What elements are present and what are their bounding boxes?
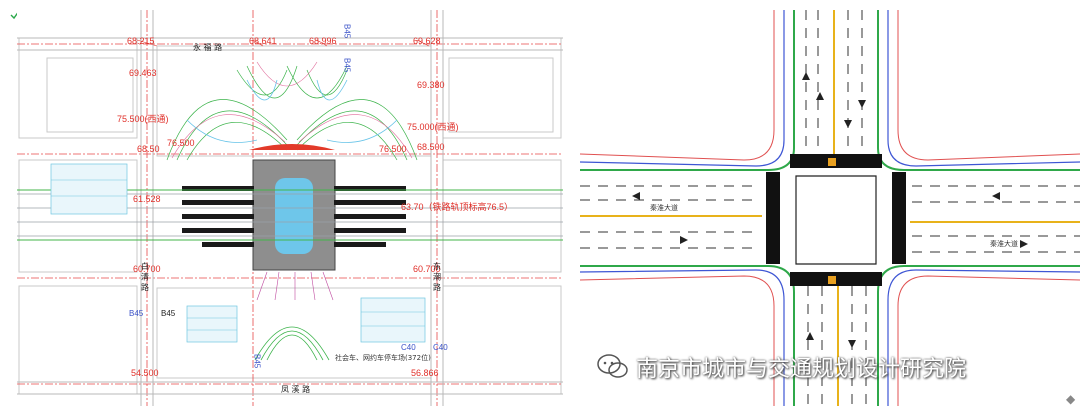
intersection-drawing: 秦淮大道 秦淮大道 bbox=[580, 10, 1080, 406]
intersection-plan: 秦淮大道 秦淮大道 bbox=[580, 10, 1080, 406]
elevation-left-upper: 69.463 bbox=[129, 68, 157, 78]
contour-lines-pink bbox=[171, 61, 413, 159]
yellow-centerlines bbox=[580, 10, 1080, 406]
elevation-top-left: 68.215 bbox=[127, 36, 155, 46]
contour-lines-green bbox=[166, 65, 418, 161]
elevation-right-mid: 75.000(西通) bbox=[407, 122, 459, 132]
block-label-b45-right: B45 bbox=[343, 58, 352, 73]
elevation-inner-right: 76.500 bbox=[379, 144, 407, 154]
crosswalk-markers bbox=[828, 158, 836, 284]
block-label-b45-bottom: B45 bbox=[253, 354, 262, 369]
block-label-c40-2: C40 bbox=[433, 343, 448, 352]
watermark: 南京市城市与交通规划设计研究院 bbox=[596, 352, 966, 382]
elevation-top-mid1: 68.641 bbox=[249, 36, 277, 46]
radial-lines bbox=[256, 271, 334, 301]
elevation-left-mid: 75.500(西通) bbox=[117, 114, 169, 124]
station-area-plan: 68.215 68.641 68.996 69.628 69.463 69.38… bbox=[17, 10, 563, 406]
station-atrium bbox=[275, 178, 313, 254]
elevation-left-lower3: 60.700 bbox=[133, 264, 161, 274]
block-label-b45-left: B45 bbox=[129, 309, 144, 318]
block-label-b45-inner: B45 bbox=[161, 309, 176, 318]
blue-curb-lines bbox=[580, 10, 1080, 406]
wechat-icon bbox=[597, 354, 628, 378]
road-name-bottom: 凤 溪 路 bbox=[281, 384, 310, 394]
block-label-c40-1: C40 bbox=[401, 343, 416, 352]
parking-areas bbox=[50, 163, 426, 343]
elevation-bottom-right: 56.866 bbox=[411, 368, 439, 378]
green-cycle-lanes bbox=[580, 10, 1080, 406]
road-label-left: 秦淮大道 bbox=[650, 203, 678, 212]
parking-stalls bbox=[51, 179, 425, 331]
elevation-left-lower1: 68.50 bbox=[137, 144, 160, 154]
elevation-left-lower2: 61.528 bbox=[133, 194, 161, 204]
south-plaza-arcs bbox=[254, 326, 330, 361]
platforms bbox=[182, 186, 406, 247]
elevation-right-lower1: 68.500 bbox=[417, 142, 445, 152]
corner-mark: ◆ bbox=[1066, 392, 1076, 406]
lane-arrows bbox=[632, 72, 1028, 348]
elevation-right-upper: 69.380 bbox=[417, 80, 445, 90]
road-label-right: 秦淮大道 bbox=[990, 239, 1018, 248]
elevation-top-mid2: 68.996 bbox=[309, 36, 337, 46]
road-centerlines bbox=[17, 10, 563, 406]
road-name-right: 东 潮 路 bbox=[433, 261, 442, 291]
elevation-inner-left: 76.500 bbox=[167, 138, 195, 148]
elevation-right-note: 63.70（铁路轨顶标高76.5） bbox=[401, 201, 513, 212]
station-plan-drawing: 68.215 68.641 68.996 69.628 69.463 69.38… bbox=[17, 10, 563, 406]
elevation-leaders bbox=[136, 39, 430, 47]
road-name-top: 永 福 路 bbox=[193, 42, 222, 52]
road-name-left: 白 清 路 bbox=[141, 261, 150, 291]
parking-note: 社会车、网约车停车场(372位) bbox=[335, 353, 431, 362]
elevation-bottom-left: 54.500 bbox=[131, 368, 159, 378]
intersection-box bbox=[795, 175, 877, 265]
elevation-top-right: 69.628 bbox=[413, 36, 441, 46]
elevation-right-lower3: 60.700 bbox=[413, 264, 441, 274]
red-boundary-lines bbox=[580, 10, 1080, 406]
watermark-text: 南京市城市与交通规划设计研究院 bbox=[636, 357, 967, 382]
contour-lines-blue bbox=[186, 79, 398, 143]
station-canopy bbox=[249, 144, 335, 150]
block-label-b45-top: B45 bbox=[343, 24, 352, 39]
